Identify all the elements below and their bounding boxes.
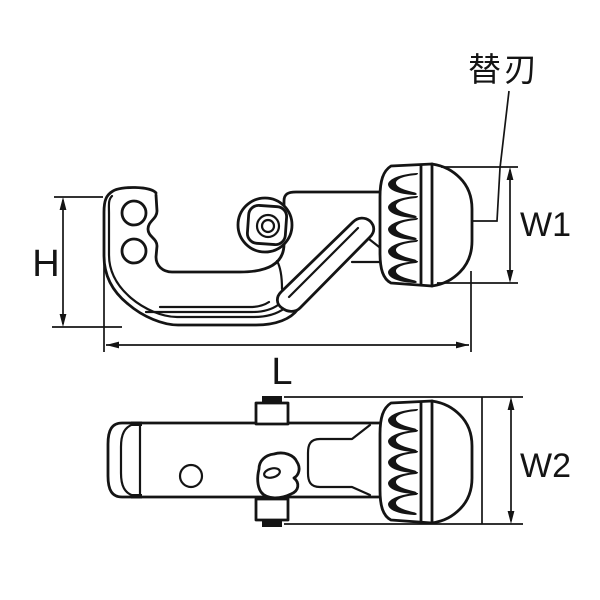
arrowhead-down	[59, 314, 67, 327]
frame-outer-edge	[102, 186, 300, 327]
screw-cap-top	[262, 396, 282, 404]
arrowhead-up	[506, 167, 514, 180]
leader-line	[473, 90, 510, 222]
slide-bar	[275, 216, 376, 313]
arrowhead-left	[106, 341, 119, 349]
body-corner-mark	[131, 494, 142, 499]
arrowhead-up	[59, 197, 67, 210]
plan-view	[106, 396, 483, 527]
dim-label-w1: W1	[520, 206, 571, 244]
knob-body	[378, 162, 474, 288]
dimension-w1: W1	[437, 166, 571, 284]
arm-hole	[120, 237, 148, 265]
dim-label-h: H	[32, 243, 59, 285]
frame-mouth-and-beam	[146, 190, 385, 274]
latch-pivot	[263, 467, 281, 479]
arm-hole	[120, 199, 148, 227]
dim-label-l: L	[271, 351, 292, 393]
frame-inner-edge	[107, 194, 287, 319]
neck-slot	[306, 423, 372, 497]
body-hole	[178, 463, 204, 489]
dim-label-w2: W2	[520, 447, 571, 485]
body-outline	[106, 421, 386, 499]
roller-axle-inner	[260, 218, 276, 234]
knob-knurling	[388, 409, 419, 515]
side-view	[102, 162, 474, 327]
mouth-corner-line	[275, 259, 284, 291]
body-left-cap-inner	[119, 422, 136, 498]
slide-bar-ridge	[287, 226, 360, 299]
knob-knurling	[388, 173, 419, 283]
base-rail	[144, 303, 280, 314]
dimension-l: L	[103, 240, 472, 393]
dimension-h: H	[32, 196, 122, 328]
arrowhead-down	[506, 270, 514, 283]
arrowhead-right	[456, 341, 469, 349]
screw-nut-bottom	[254, 497, 290, 522]
screw-nut-top	[254, 401, 290, 426]
blade-callout: 替刃	[468, 51, 540, 222]
dimension-w2: W2	[284, 396, 571, 525]
body-corner-mark	[131, 421, 142, 426]
arrowhead-down	[507, 511, 515, 524]
base-rail	[158, 300, 271, 309]
screw-cap-bottom	[262, 520, 282, 527]
arrowhead-up	[507, 397, 515, 410]
blade-callout-label: 替刃	[468, 51, 540, 88]
